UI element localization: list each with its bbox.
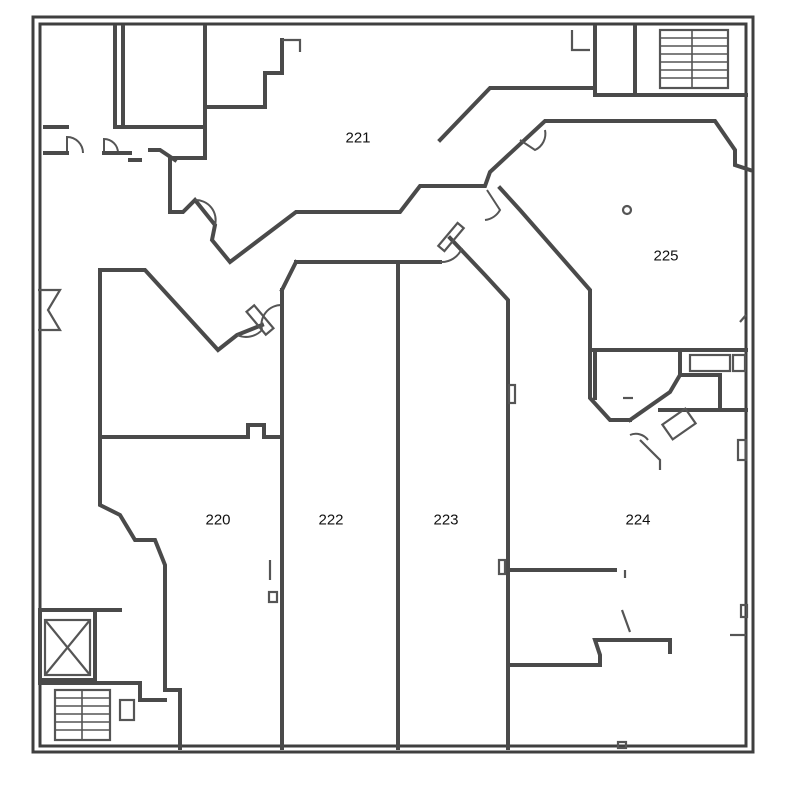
- office-block-walls: [267, 221, 517, 750]
- stairs-top-right: [570, 28, 730, 90]
- room-220-walls: [38, 268, 284, 750]
- elevator-stairs-bottom-left: [38, 608, 167, 742]
- room-label-220: 220: [205, 511, 231, 529]
- corridor-walls: [128, 25, 753, 265]
- room-label-222: 222: [318, 511, 344, 529]
- room-label-224: 224: [625, 511, 651, 529]
- room-label-225: 225: [653, 247, 679, 265]
- room-225-walls: [497, 185, 748, 352]
- room-label-223: 223: [433, 511, 459, 529]
- outer-walls: [31, 15, 755, 754]
- top-left-offices: [43, 25, 302, 214]
- room-224-walls: [506, 568, 749, 750]
- room-label-221: 221: [345, 129, 371, 147]
- restroom-walls: [588, 348, 748, 470]
